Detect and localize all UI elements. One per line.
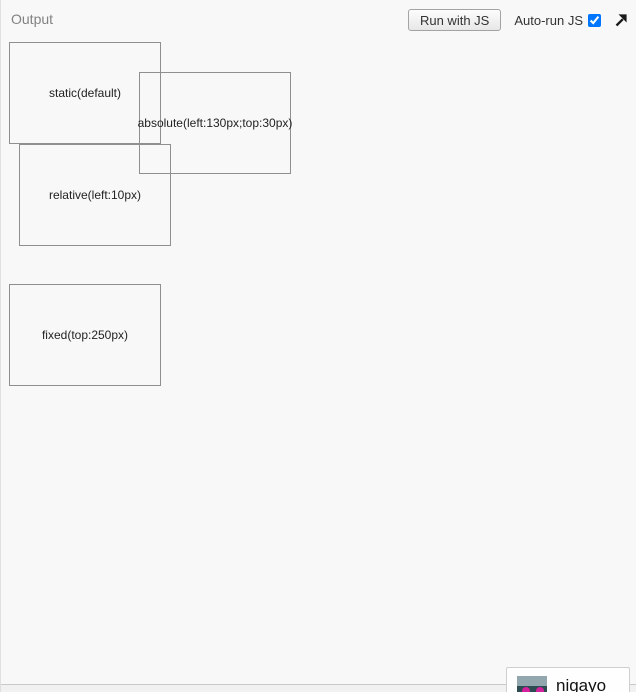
box-relative-label: relative(left:10px)	[48, 188, 142, 202]
box-absolute: absolute(left:130px;top:30px)	[137, 72, 293, 174]
auto-run-label: Auto-run JS	[514, 12, 583, 28]
popout-arrow-icon[interactable]	[614, 13, 628, 27]
page-title: Output	[11, 11, 54, 27]
box-absolute-label: absolute(left:130px;top:30px)	[137, 116, 293, 130]
box-fixed-label: fixed(top:250px)	[41, 328, 129, 342]
output-header: Output Run with JS Auto-run JS	[1, 0, 636, 34]
box-static-label: static(default)	[48, 86, 122, 100]
auto-run-checkbox[interactable]	[588, 13, 601, 27]
avatar-dot	[522, 687, 530, 692]
avatar	[517, 676, 547, 692]
box-relative: relative(left:10px)	[19, 144, 171, 246]
run-with-js-button[interactable]: Run with JS	[407, 9, 502, 31]
box-static: static(default)	[9, 42, 161, 144]
footer-divider	[1, 684, 636, 692]
box-fixed: fixed(top:250px)	[9, 284, 161, 386]
user-popup[interactable]: nigayo	[506, 667, 630, 692]
avatar-dot	[536, 687, 544, 692]
auto-run-toggle[interactable]: Auto-run JS	[514, 13, 601, 28]
avatar-band	[517, 686, 547, 692]
header-controls: Run with JS Auto-run JS	[407, 9, 633, 31]
username-label: nigayo	[556, 676, 607, 692]
